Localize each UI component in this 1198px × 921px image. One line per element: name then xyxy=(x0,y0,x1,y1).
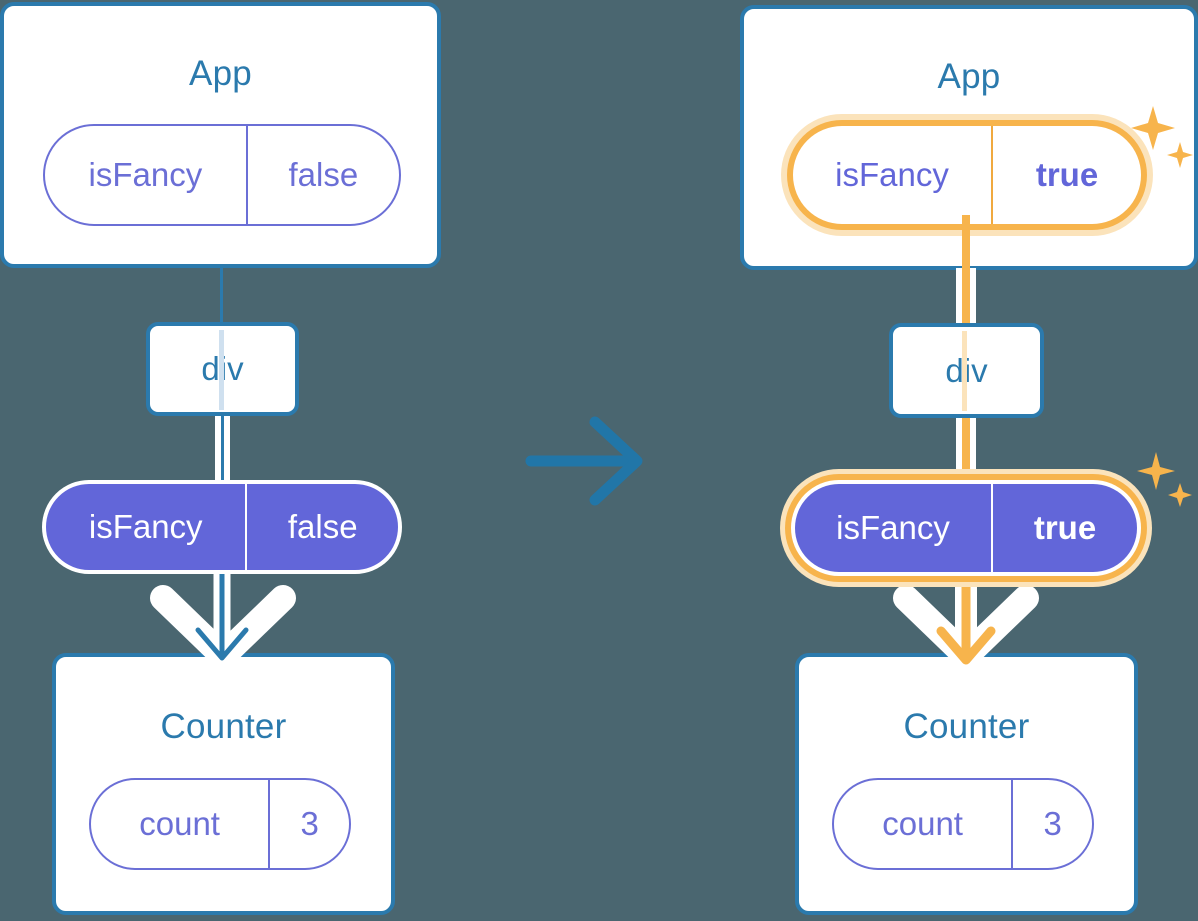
after-counter-state-pill: count 3 xyxy=(832,778,1094,870)
after-div-passthrough-line xyxy=(962,331,967,411)
after-app-highlight-fill xyxy=(793,126,1141,224)
before-counter-state-pill: count 3 xyxy=(89,778,351,870)
after-app-sparkles xyxy=(1127,101,1197,181)
sparkle-icon xyxy=(1167,142,1193,168)
before-app-state-pill: isFancy false xyxy=(43,124,401,226)
before-counter-state-value: 3 xyxy=(268,780,349,868)
connector-div-to-prop-before xyxy=(215,412,230,494)
after-counter-state-value: 3 xyxy=(1011,780,1092,868)
after-app-state-name: isFancy xyxy=(835,156,949,193)
after-app-state-value: true xyxy=(991,126,1141,224)
sparkle-icon xyxy=(1137,452,1175,490)
before-div-passthrough-line xyxy=(219,330,224,410)
after-prop-name: isFancy xyxy=(836,509,950,546)
after-app-title: App xyxy=(937,57,1001,96)
after-app-state-pill: isFancy true xyxy=(793,126,1141,224)
after-prop-value: true xyxy=(991,484,1137,572)
before-prop-name: isFancy xyxy=(88,508,203,545)
transition-arrow-right-icon xyxy=(525,416,643,506)
before-app-title: App xyxy=(189,54,252,93)
connector-app-to-div-before xyxy=(220,262,223,326)
before-prop-value: false xyxy=(245,484,398,570)
after-counter-title: Counter xyxy=(903,707,1030,746)
before-prop-pill: isFancy false xyxy=(42,480,402,574)
before-counter-title: Counter xyxy=(160,707,287,746)
before-app-state-name: isFancy xyxy=(88,156,203,193)
before-counter-state-name: count xyxy=(139,805,220,842)
after-counter-state-name: count xyxy=(882,805,963,842)
sparkle-icon xyxy=(1131,106,1175,150)
after-prop-pill: isFancy true xyxy=(795,484,1137,572)
before-app-state-value: false xyxy=(245,126,399,224)
sparkle-icon xyxy=(1168,483,1192,507)
after-prop-sparkles xyxy=(1132,448,1194,516)
before-prop-arrow xyxy=(150,572,296,668)
connector-app-to-div-after xyxy=(956,268,976,328)
connector-app-to-div-after-inner xyxy=(962,215,970,272)
after-app-state-highlight xyxy=(781,114,1153,236)
